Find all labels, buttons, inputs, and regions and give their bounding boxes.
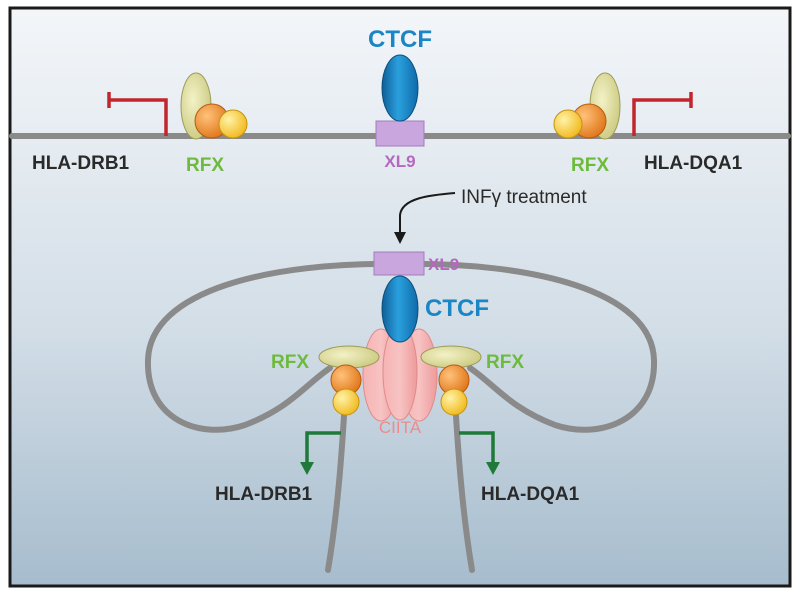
bottom-chromatin-loops — [144, 260, 658, 573]
top-left-rfx-complex — [180, 72, 248, 140]
left-active-arrowhead-icon — [300, 462, 314, 475]
right-active-arrowhead-icon — [486, 462, 500, 475]
bottom-xl9-label: XL9 — [428, 255, 459, 274]
bottom-ctcf-oval — [381, 275, 419, 343]
bottom-ctcf-label: CTCF — [425, 295, 489, 322]
bottom-xl9-box — [373, 251, 425, 276]
top-right-rfx-label: RFX — [571, 155, 609, 176]
top-left-rfx-label: RFX — [186, 155, 224, 176]
top-left-gene-label: HLA-DRB1 — [32, 153, 130, 174]
bottom-left-rfx-complex — [318, 345, 380, 416]
top-ctcf-label: CTCF — [368, 26, 432, 53]
top-right-gene-label: HLA-DQA1 — [644, 153, 743, 174]
bottom-right-rfx-complex — [420, 345, 482, 416]
treatment-arrowhead-icon — [394, 232, 406, 244]
left-repressed-promoter-icon — [107, 92, 168, 136]
top-xl9-label: XL9 — [384, 152, 415, 171]
top-right-rfx-complex — [553, 72, 621, 140]
left-active-promoter-icon — [305, 431, 341, 468]
top-xl9-box — [375, 120, 425, 147]
bottom-left-gene-label: HLA-DRB1 — [215, 484, 313, 505]
top-ctcf-oval — [381, 54, 419, 122]
bottom-right-gene-label: HLA-DQA1 — [481, 484, 580, 505]
bottom-right-rfx-label: RFX — [486, 352, 524, 373]
right-repressed-promoter-icon — [632, 92, 693, 136]
right-active-promoter-icon — [459, 431, 495, 468]
treatment-label: INFγ treatment — [461, 187, 587, 208]
bottom-left-rfx-label: RFX — [271, 352, 309, 373]
treatment-arrow — [399, 192, 456, 238]
ciita-label: CIITA — [379, 418, 422, 437]
